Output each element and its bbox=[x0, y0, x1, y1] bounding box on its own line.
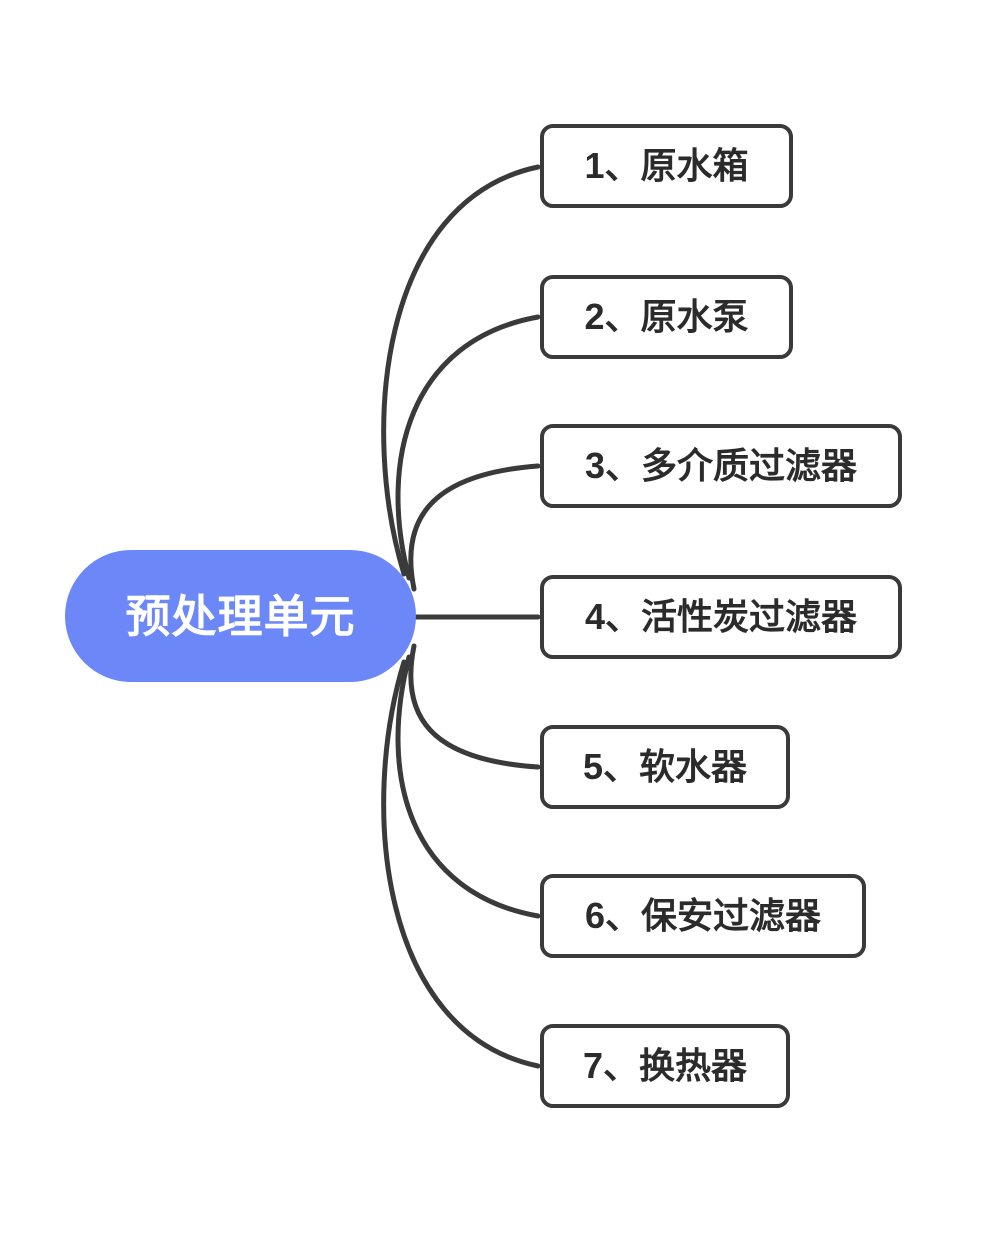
root-node-label: 预处理单元 bbox=[125, 590, 356, 642]
connector-5 bbox=[408, 643, 541, 770]
connector-3 bbox=[408, 463, 541, 592]
branch-node-3[interactable]: 3、多介质过滤器 bbox=[540, 424, 902, 508]
connector-6 bbox=[395, 654, 541, 919]
branch-node-2[interactable]: 2、原水泵 bbox=[540, 275, 793, 359]
branch-node-6-label: 6、保安过滤器 bbox=[584, 895, 822, 936]
connector-2 bbox=[395, 314, 541, 581]
branch-node-1-label: 1、原水箱 bbox=[584, 145, 749, 186]
connector-1 bbox=[381, 164, 541, 577]
branch-node-5[interactable]: 5、软水器 bbox=[540, 725, 790, 809]
branch-node-3-label: 3、多介质过滤器 bbox=[584, 445, 858, 486]
branch-node-4[interactable]: 4、活性炭过滤器 bbox=[540, 575, 902, 659]
connector-7 bbox=[381, 659, 541, 1069]
branch-node-7[interactable]: 7、换热器 bbox=[540, 1024, 790, 1108]
root-node-preprocessing-unit[interactable]: 预处理单元 bbox=[65, 550, 416, 682]
branch-node-7-label: 7、换热器 bbox=[582, 1045, 748, 1086]
branch-node-6[interactable]: 6、保安过滤器 bbox=[540, 874, 866, 958]
branch-node-1[interactable]: 1、原水箱 bbox=[540, 124, 793, 208]
branch-node-2-label: 2、原水泵 bbox=[584, 296, 749, 337]
branch-node-5-label: 5、软水器 bbox=[582, 746, 748, 787]
branch-node-4-label: 4、活性炭过滤器 bbox=[584, 596, 858, 637]
